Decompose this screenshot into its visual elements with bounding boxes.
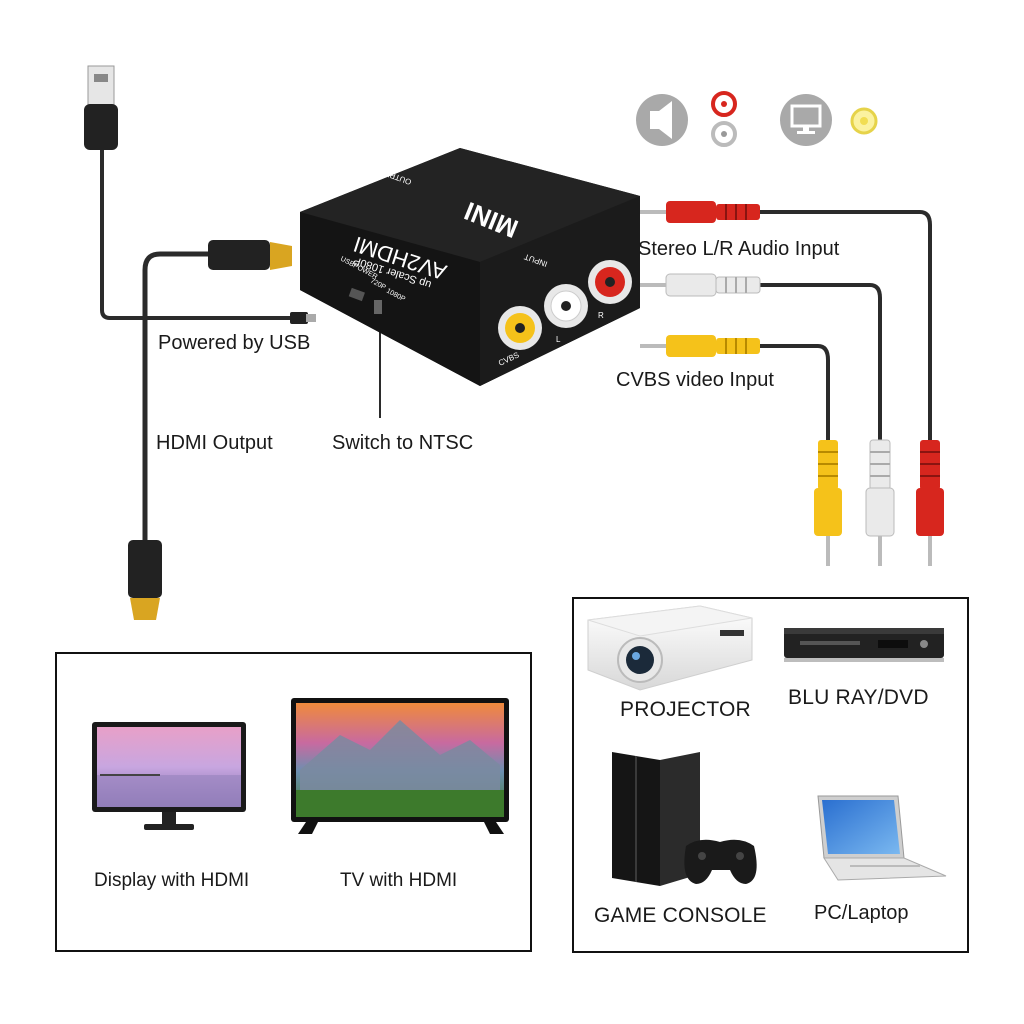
jack-l-icon [544,284,588,328]
powered-by-usb-label: Powered by USB [158,332,311,354]
micro-usb-plug-icon [290,312,308,324]
av2hdmi-converter [300,148,640,386]
dvd-player-icon [784,628,944,662]
rca-red-plug-icon [640,201,760,223]
projector-icon [587,605,753,691]
rca-white-plug-icon [640,273,761,297]
jack-l-label: L [556,335,561,344]
rca-cables [640,201,944,566]
hdmi-outputs-box [55,652,532,952]
switch-ntsc-label: Switch to NTSC [332,432,474,454]
jack-r-icon [588,260,632,304]
video-jack-icon [850,107,878,135]
usb-power-port-icon [348,287,365,302]
ntsc-switch-icon [374,300,382,314]
tv-with-hdmi-label: TV with HDMI [340,870,458,891]
hdmi-plug-top-icon [208,240,270,270]
blu-ray-dvd-label: BLU RAY/DVD [788,686,929,709]
display-with-hdmi-label: Display with HDMI [94,870,250,891]
monitor-icon [780,94,832,146]
laptop-icon [817,795,947,881]
rca-white-vertical-plug-icon [865,439,895,566]
rca-yellow-vertical-plug-icon [814,440,842,566]
game-console-label: GAME CONSOLE [594,904,767,927]
usb-a-plug-icon [87,65,115,107]
hdmi-plug-bottom-icon [128,540,162,598]
rca-yellow-plug-icon [640,335,760,357]
rca-red-vertical-plug-icon [916,440,944,566]
hdmi-output-label: HDMI Output [156,432,273,454]
speaker-icon [636,94,688,146]
pc-laptop-label: PC/Laptop [814,902,909,924]
game-console-icon [612,752,757,886]
tv-icon [291,698,509,834]
usb-plug-body [84,104,118,150]
jack-cvbs-icon [498,306,542,350]
audio-jacks-icon [711,91,737,147]
jack-r-label: R [598,311,604,320]
projector-label: PROJECTOR [620,698,751,721]
stereo-audio-input-label: Stereo L/R Audio Input [638,238,840,260]
hdmi-cable [128,240,292,620]
av-sources-box [572,597,969,953]
usb-cable [84,65,316,324]
cvbs-video-input-label: CVBS video Input [616,369,774,391]
monitor-icon [92,722,246,830]
gamepad-icon [684,839,757,884]
